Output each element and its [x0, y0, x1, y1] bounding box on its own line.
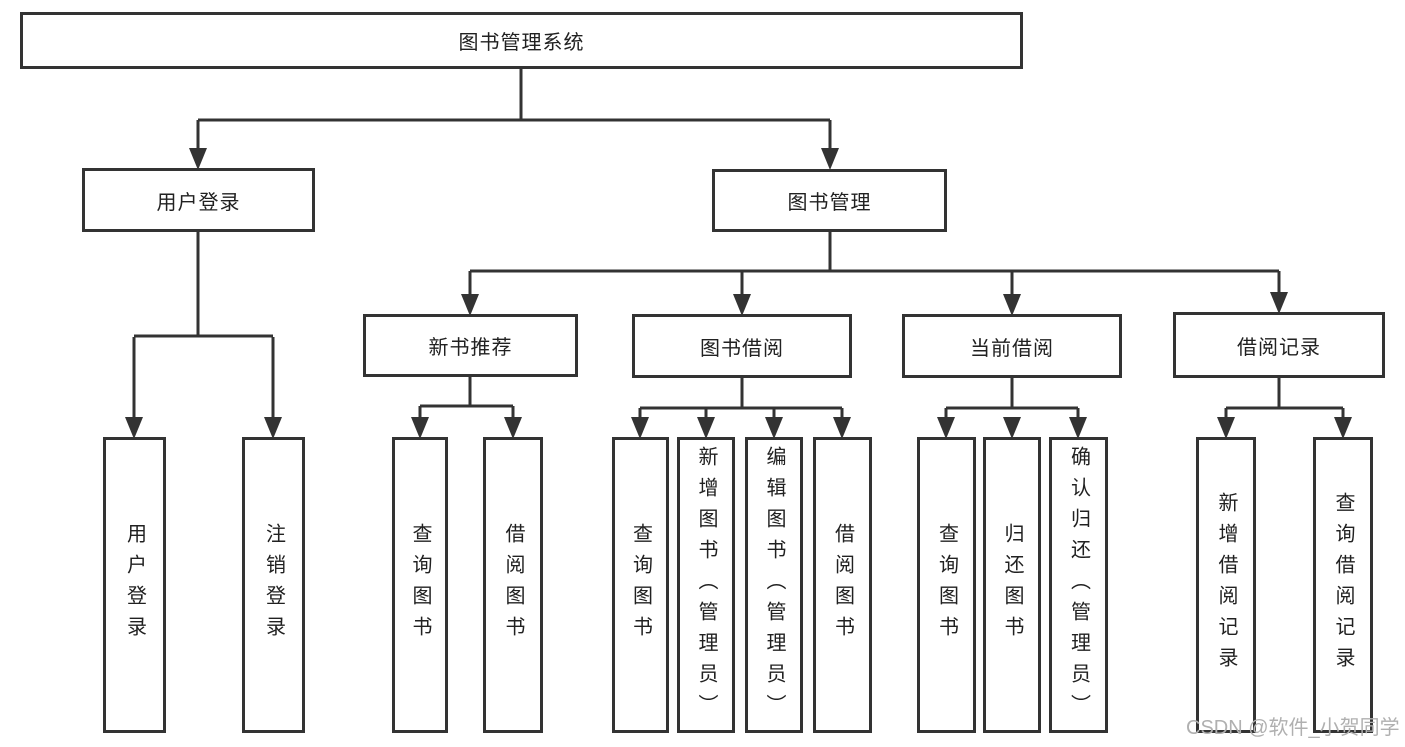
node-new-book-recommend: 新书推荐	[363, 314, 578, 377]
node-root: 图书管理系统	[20, 12, 1023, 69]
node-borrow-records: 借阅记录	[1173, 312, 1385, 378]
node-current-borrow: 当前借阅	[902, 314, 1122, 378]
node-user-login: 用户登录	[82, 168, 315, 232]
arrowhead	[631, 417, 649, 439]
leaf-records-add-record-label: 新增借阅记录	[1215, 492, 1237, 678]
arrowheads	[125, 148, 1352, 439]
csdn-watermark: CSDN @软件_小贺同学	[1186, 717, 1400, 739]
arrowhead	[504, 417, 522, 439]
node-root-label: 图书管理系统	[458, 32, 585, 54]
arrowhead	[411, 417, 429, 439]
connector-lines	[132, 69, 1345, 423]
leaf-recommend-borrow-book: 借阅图书	[483, 437, 543, 733]
leaf-recommend-query-book: 查询图书	[392, 437, 448, 733]
leaf-user-login-label: 用户登录	[123, 523, 146, 647]
leaf-current-return-book: 归还图书	[983, 437, 1041, 733]
leaf-records-add-record: 新增借阅记录	[1196, 437, 1256, 733]
arrowhead	[1270, 292, 1288, 314]
arrowhead	[1003, 417, 1021, 439]
leaf-borrow-borrow-book-label: 借阅图书	[831, 523, 854, 647]
leaf-user-login: 用户登录	[103, 437, 166, 733]
leaf-records-query-record: 查询借阅记录	[1313, 437, 1373, 733]
leaf-logout-label: 注销登录	[262, 523, 285, 647]
leaf-borrow-add-book-label: 新增图书（管理员）	[695, 445, 717, 725]
arrowhead	[733, 294, 751, 316]
arrowhead	[697, 417, 715, 439]
arrowhead	[1003, 294, 1021, 316]
arrowhead	[125, 417, 143, 439]
leaf-current-confirm-return-label: 确认归还（管理员）	[1067, 445, 1090, 725]
node-current-borrow-label: 当前借阅	[970, 337, 1054, 360]
arrowhead	[1069, 417, 1087, 439]
leaf-borrow-add-book: 新增图书（管理员）	[677, 437, 735, 733]
node-book-borrow: 图书借阅	[632, 314, 852, 378]
arrowhead	[765, 417, 783, 439]
arrowhead	[821, 148, 839, 170]
leaf-current-query-book: 查询图书	[917, 437, 976, 733]
leaf-borrow-query-book-label: 查询图书	[629, 523, 652, 647]
leaf-borrow-edit-book: 编辑图书（管理员）	[745, 437, 803, 733]
arrowhead	[833, 417, 851, 439]
arrowhead	[264, 417, 282, 439]
node-book-management-label: 图书管理	[787, 192, 872, 214]
node-book-borrow-label: 图书借阅	[700, 337, 784, 360]
arrowhead	[937, 417, 955, 439]
leaf-records-query-record-label: 查询借阅记录	[1332, 492, 1354, 678]
leaf-current-confirm-return: 确认归还（管理员）	[1049, 437, 1108, 733]
leaf-borrow-borrow-book: 借阅图书	[813, 437, 872, 733]
node-borrow-records-label: 借阅记录	[1237, 336, 1321, 359]
node-new-book-recommend-label: 新书推荐	[428, 337, 513, 359]
leaf-logout: 注销登录	[242, 437, 305, 733]
arrowhead	[189, 148, 207, 170]
leaf-current-query-book-label: 查询图书	[935, 523, 958, 647]
leaf-recommend-borrow-book-label: 借阅图书	[502, 523, 524, 647]
leaf-borrow-edit-book-label: 编辑图书（管理员）	[763, 445, 785, 725]
node-user-login-label: 用户登录	[156, 191, 241, 214]
node-book-management: 图书管理	[712, 169, 947, 232]
arrowhead	[1217, 417, 1235, 439]
arrowhead	[1334, 417, 1352, 439]
connector-lines-path	[132, 69, 1345, 423]
leaf-recommend-query-book-label: 查询图书	[409, 523, 431, 647]
leaf-borrow-query-book: 查询图书	[612, 437, 669, 733]
leaf-current-return-book-label: 归还图书	[1001, 523, 1023, 647]
arrowhead	[461, 294, 479, 316]
